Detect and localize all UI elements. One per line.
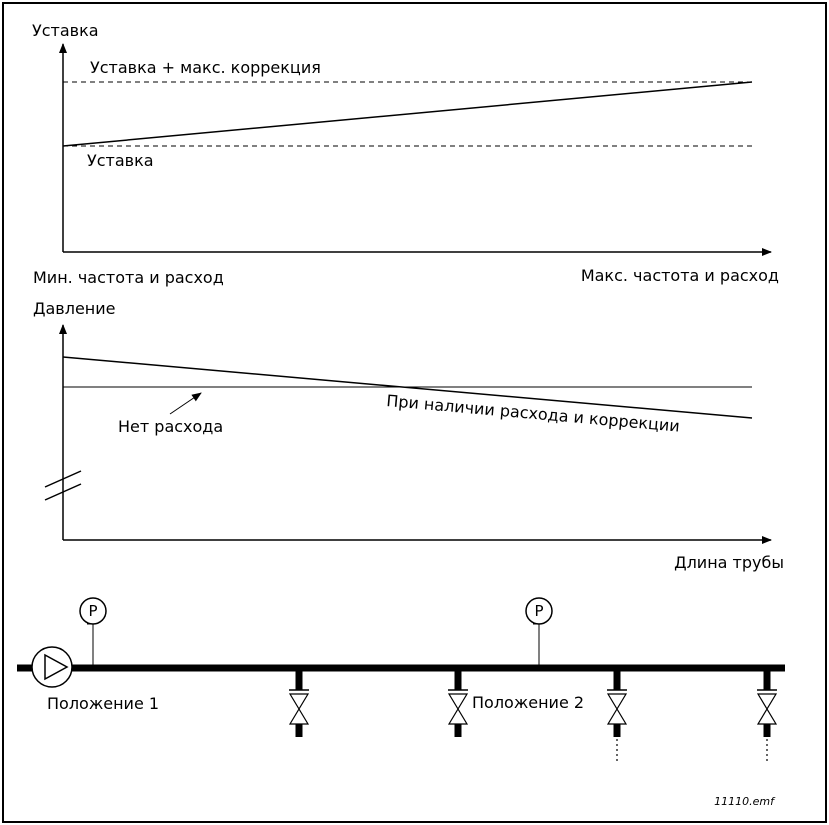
max-frequency-label: Макс. частота и расход — [581, 266, 779, 285]
axis-break-mark-2 — [44, 483, 82, 501]
flow-correction-label: При наличии расхода и коррекции — [386, 391, 681, 436]
flow-pressure-line — [62, 356, 753, 419]
pipe-length-label: Длина трубы — [674, 553, 784, 572]
setpoint-correction-line — [62, 81, 753, 147]
no-flow-label: Нет расхода — [118, 417, 223, 436]
pressure-gauge-1-letter: P — [88, 602, 97, 620]
pipe-system: P P — [17, 597, 785, 762]
pressure-gauge-1-icon: P — [79, 597, 107, 665]
pressure-gauge-2-letter: P — [534, 602, 543, 620]
setpoint-label: Уставка — [87, 151, 154, 170]
filename-label: 11110.emf — [714, 795, 776, 808]
min-frequency-label: Мин. частота и расход — [33, 268, 224, 287]
valve-1-icon — [288, 668, 310, 737]
bottom-chart: Давление Нет расхода При наличии расхода… — [33, 299, 784, 572]
pressure-gauge-2-icon: P — [525, 597, 553, 665]
valve-3-icon — [606, 668, 628, 762]
valve-2-icon — [447, 668, 469, 737]
top-chart: Уставка Уставка + макс. коррекция Уставк… — [32, 21, 779, 287]
pump-icon — [31, 646, 73, 688]
axis-break-mark-1 — [44, 470, 82, 488]
valve-4-icon — [756, 668, 778, 762]
position-2-label: Положение 2 — [472, 693, 584, 712]
no-flow-pointer-arrow — [169, 392, 202, 415]
pressure-axis-label: Давление — [33, 299, 116, 318]
max-correction-label: Уставка + макс. коррекция — [90, 58, 321, 77]
position-1-label: Положение 1 — [47, 694, 159, 713]
top-y-axis-label: Уставка — [32, 21, 99, 40]
